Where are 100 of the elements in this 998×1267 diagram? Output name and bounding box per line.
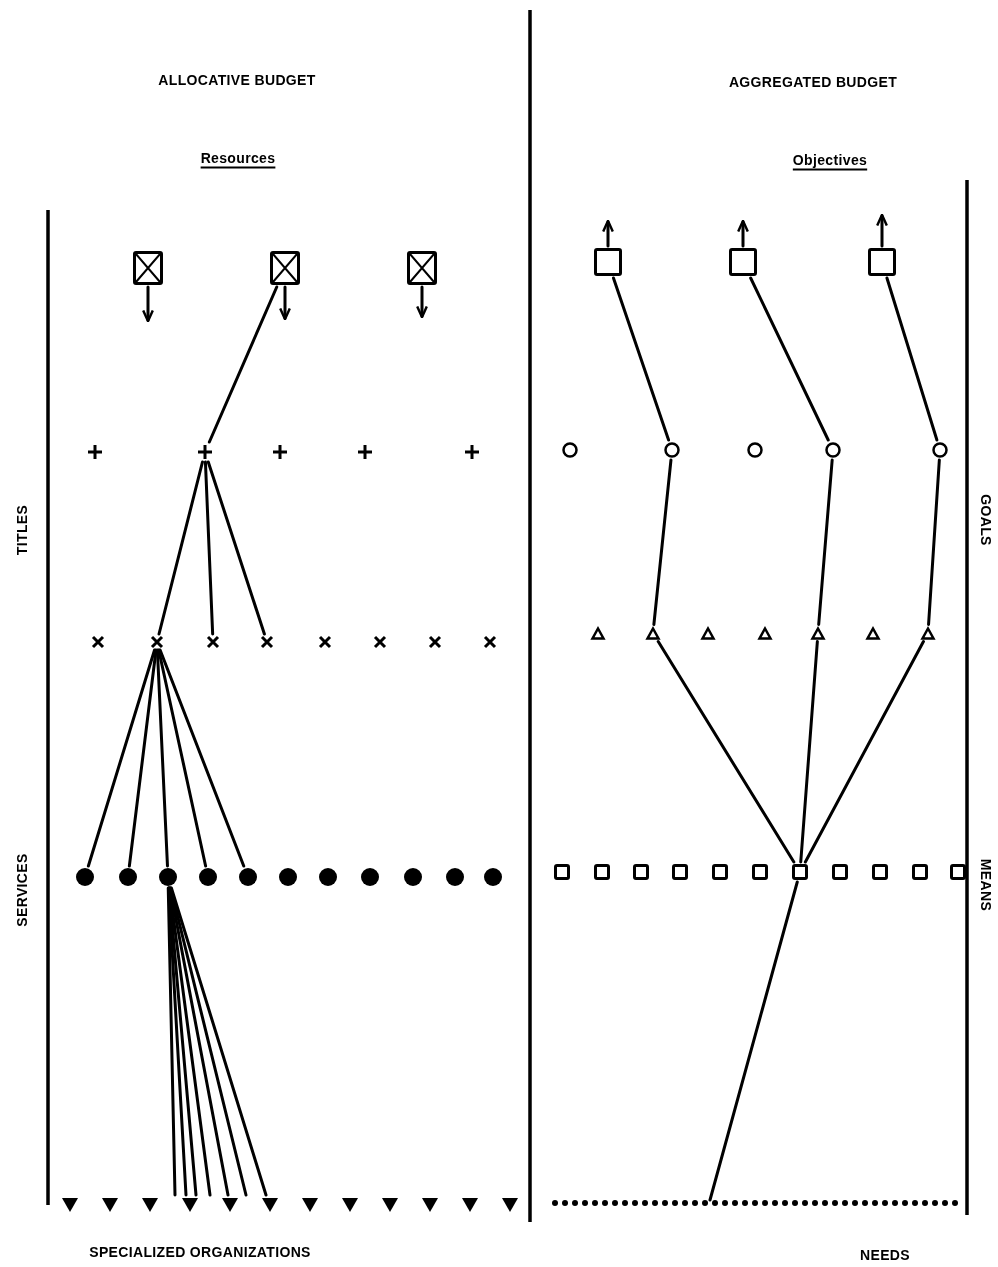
plus-symbol bbox=[464, 444, 480, 460]
square-symbol bbox=[950, 864, 966, 880]
dot-symbol bbox=[199, 868, 217, 886]
connector-line bbox=[167, 886, 188, 1197]
dot-symbol bbox=[319, 868, 337, 886]
triangle-symbol bbox=[182, 1198, 198, 1212]
column-heading: Resources bbox=[200, 148, 276, 168]
connector-line bbox=[799, 640, 819, 864]
axis-label: MEANS bbox=[976, 858, 995, 912]
square-symbol bbox=[872, 864, 888, 880]
plus-symbol bbox=[357, 444, 373, 460]
square-symbol bbox=[912, 864, 928, 880]
circle-symbol bbox=[562, 442, 578, 458]
cross-symbol bbox=[374, 636, 386, 648]
arrow bbox=[876, 213, 888, 248]
circle-symbol bbox=[664, 442, 680, 458]
connector-line bbox=[749, 276, 830, 442]
section-title: ALLOCATIVE BUDGET bbox=[158, 70, 316, 90]
triangle-symbol bbox=[591, 626, 605, 640]
connector-line bbox=[168, 886, 230, 1197]
axis-label: SERVICES bbox=[12, 853, 31, 927]
dot-symbol bbox=[484, 868, 502, 886]
axis-label: TITLES bbox=[12, 504, 31, 556]
arrow bbox=[737, 219, 749, 248]
triangle-symbol bbox=[462, 1198, 478, 1212]
cross-symbol bbox=[151, 636, 163, 648]
connector-line bbox=[157, 648, 208, 868]
triangle-symbol bbox=[646, 626, 660, 640]
square-symbol bbox=[752, 864, 768, 880]
triangle-symbol bbox=[422, 1198, 438, 1212]
square-symbol bbox=[594, 864, 610, 880]
connector-line bbox=[611, 276, 671, 442]
connector-line bbox=[708, 880, 799, 1202]
connector-line bbox=[169, 886, 248, 1197]
triangle-symbol bbox=[302, 1198, 318, 1212]
triangle-symbol bbox=[142, 1198, 158, 1212]
circle-symbol bbox=[747, 442, 763, 458]
connector-line bbox=[652, 458, 673, 626]
triangle-symbol bbox=[62, 1198, 78, 1212]
arrow bbox=[142, 285, 154, 323]
connector-line bbox=[157, 460, 204, 636]
triangle-symbol bbox=[382, 1198, 398, 1212]
connector-line bbox=[203, 460, 215, 636]
cross-symbol bbox=[207, 636, 219, 648]
triangle-symbol bbox=[811, 626, 825, 640]
connector-line bbox=[817, 458, 834, 626]
square-symbol bbox=[594, 248, 622, 276]
plus-symbol bbox=[272, 444, 288, 460]
connector-line bbox=[127, 648, 158, 868]
circle-symbol bbox=[932, 442, 948, 458]
connector-line bbox=[656, 640, 796, 864]
section-title: SPECIALIZED ORGANIZATIONS bbox=[89, 1242, 311, 1262]
dot-symbol bbox=[76, 868, 94, 886]
dot-symbol bbox=[404, 868, 422, 886]
cross-symbol bbox=[319, 636, 331, 648]
square-symbol bbox=[868, 248, 896, 276]
connector-line bbox=[167, 886, 212, 1197]
square-symbol bbox=[792, 864, 808, 880]
square-symbol bbox=[832, 864, 848, 880]
connector-line bbox=[158, 648, 246, 868]
triangle-symbol bbox=[921, 626, 935, 640]
cross-symbol bbox=[261, 636, 273, 648]
square-symbol bbox=[729, 248, 757, 276]
square-symbol bbox=[554, 864, 570, 880]
column-heading: Objectives bbox=[792, 150, 868, 170]
triangle-symbol bbox=[342, 1198, 358, 1212]
dot-symbol bbox=[159, 868, 177, 886]
arrow bbox=[416, 285, 428, 319]
section-title: AGGREGATED BUDGET bbox=[728, 72, 898, 92]
cross-symbol bbox=[429, 636, 441, 648]
triangle-symbol bbox=[222, 1198, 238, 1212]
triangle-symbol bbox=[758, 626, 772, 640]
connector-line bbox=[206, 460, 266, 636]
square-symbol bbox=[633, 864, 649, 880]
section-title: NEEDS bbox=[860, 1245, 910, 1265]
square-symbol bbox=[712, 864, 728, 880]
triangle-symbol bbox=[701, 626, 715, 640]
connector-line bbox=[927, 458, 941, 626]
cross-symbol bbox=[92, 636, 104, 648]
triangle-symbol bbox=[866, 626, 880, 640]
dot-symbol bbox=[119, 868, 137, 886]
connector-line bbox=[803, 640, 925, 864]
crossed-box-symbol bbox=[133, 251, 163, 285]
crossed-box-symbol bbox=[407, 251, 437, 285]
triangle-symbol bbox=[262, 1198, 278, 1212]
axis-label: GOALS bbox=[976, 494, 995, 546]
dot-symbol bbox=[279, 868, 297, 886]
square-symbol bbox=[672, 864, 688, 880]
connector-line bbox=[169, 886, 268, 1197]
dot-symbol bbox=[446, 868, 464, 886]
dot-symbol bbox=[361, 868, 379, 886]
cross-symbol bbox=[484, 636, 496, 648]
connector-line bbox=[207, 285, 279, 444]
arrow bbox=[602, 219, 614, 248]
connector-line bbox=[885, 276, 939, 442]
plus-symbol bbox=[197, 444, 213, 460]
circle-symbol bbox=[825, 442, 841, 458]
dot-symbol bbox=[239, 868, 257, 886]
triangle-symbol bbox=[502, 1198, 518, 1212]
connector-line bbox=[86, 648, 157, 868]
